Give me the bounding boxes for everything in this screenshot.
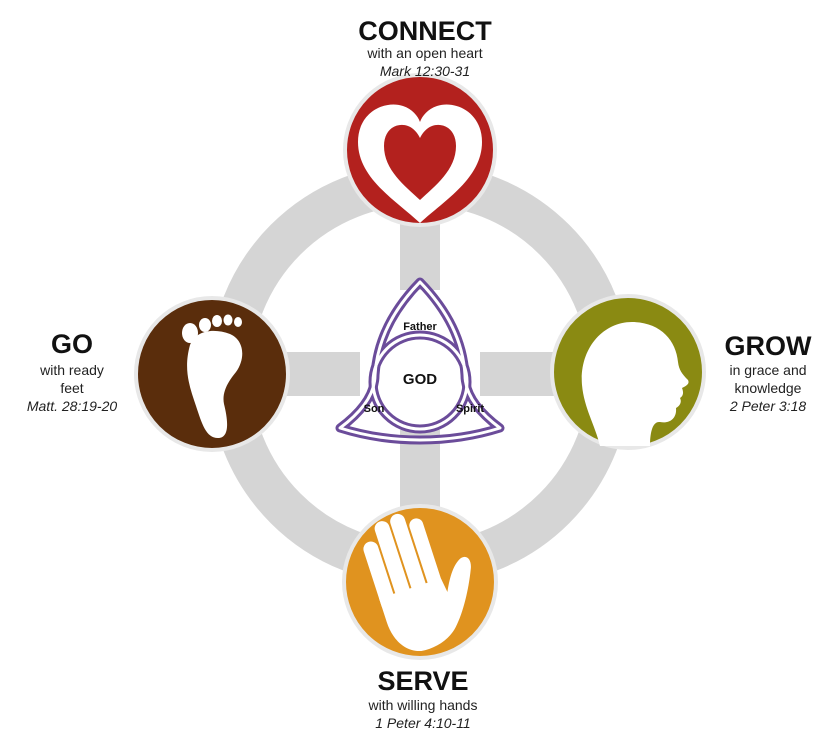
serve-node	[342, 504, 498, 660]
go-subtitle-line2: feet	[60, 380, 83, 396]
trinity-spirit-label: Spirit	[456, 403, 484, 415]
footprint-icon	[182, 314, 243, 438]
serve-title: SERVE	[377, 666, 468, 696]
grow-title: GROW	[725, 331, 813, 361]
trinity-son-label: Son	[364, 403, 385, 415]
connect-subtitle: with an open heart	[366, 45, 482, 61]
trinity-god-label: GOD	[403, 371, 437, 388]
grow-node	[550, 294, 706, 450]
grow-subtitle-line2: knowledge	[735, 380, 802, 396]
hand-icon	[363, 513, 471, 651]
go-node	[134, 296, 290, 452]
trinity-knot: GOD Father Son Spirit	[335, 277, 505, 445]
go-title: GO	[51, 329, 93, 359]
grow-reference: 2 Peter 3:18	[729, 398, 806, 414]
go-reference: Matt. 28:19-20	[27, 398, 117, 414]
trinity-father-label: Father	[403, 321, 437, 333]
head-profile-icon	[581, 322, 689, 446]
cross-horizontal-right	[480, 352, 560, 396]
serve-subtitle: with willing hands	[368, 697, 478, 713]
heart-icon	[358, 104, 482, 223]
grow-subtitle-line1: in grace and	[729, 362, 806, 378]
go-subtitle-line1: with ready	[39, 362, 104, 378]
connect-title: CONNECT	[358, 16, 492, 46]
connect-reference: Mark 12:30-31	[380, 63, 470, 79]
cross-horizontal-left	[280, 352, 360, 396]
connect-node	[343, 73, 497, 227]
serve-reference: 1 Peter 4:10-11	[375, 715, 470, 731]
